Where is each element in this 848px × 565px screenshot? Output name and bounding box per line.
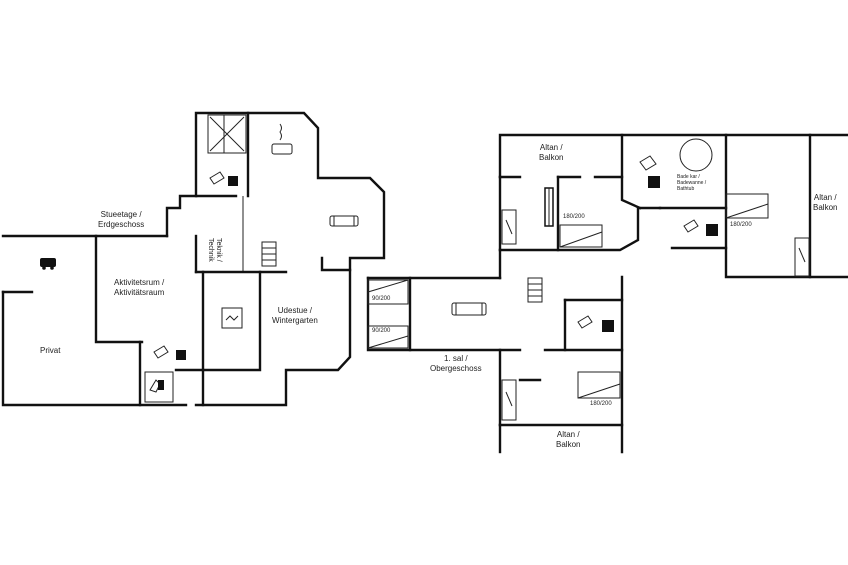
bed-90-b-label: 90/200 <box>372 328 391 334</box>
toilet-icon-5 <box>577 315 614 332</box>
aktivitet-label: Aktivitetsrum / Aktivitätsraum <box>114 278 165 297</box>
stove-icon <box>271 123 293 155</box>
first-floor-fixtures <box>367 138 810 421</box>
bathtub-icon <box>679 138 713 172</box>
toilet-icon-2 <box>153 345 186 360</box>
bed-180-c-label: 180/200 <box>590 401 612 407</box>
bed-180-a-label: 180/200 <box>563 214 585 220</box>
sofa-icon <box>329 215 359 227</box>
stairs-icon-2 <box>527 277 543 303</box>
bed-90-a-label: 90/200 <box>372 296 391 302</box>
shower-icon <box>149 379 164 393</box>
bed-180-b-label: 180/200 <box>730 222 752 228</box>
altan-bottom-label: Altan / Balkon <box>556 430 581 449</box>
stueetage-label: Stueetage / Erdgeschoss <box>98 210 145 229</box>
bade-label: Bade kar / Badewanne / Bathtub <box>677 174 707 192</box>
car-icon <box>40 258 56 270</box>
privat-label: Privat <box>40 346 61 355</box>
ground-floor-fixtures <box>40 123 359 393</box>
altan-top-left-label: Altan / Balkon <box>539 143 564 162</box>
toilet-icon-3 <box>639 155 660 188</box>
ground-floor-walls <box>1 111 386 407</box>
altan-top-right-label: Altan / Balkon <box>813 193 838 212</box>
first-floor-walls <box>366 133 848 454</box>
toilet-icon-1 <box>209 171 238 186</box>
toilet-icon-4 <box>683 219 718 236</box>
sal-label: 1. sal / Obergeschoss <box>430 354 482 373</box>
spa-icon <box>221 307 243 329</box>
udestue-label: Udestue / Wintergarten <box>272 306 318 325</box>
stairs-icon <box>261 241 277 267</box>
teknik-label: Teknik / Technik <box>207 238 222 262</box>
sofa-icon-2 <box>451 302 487 316</box>
